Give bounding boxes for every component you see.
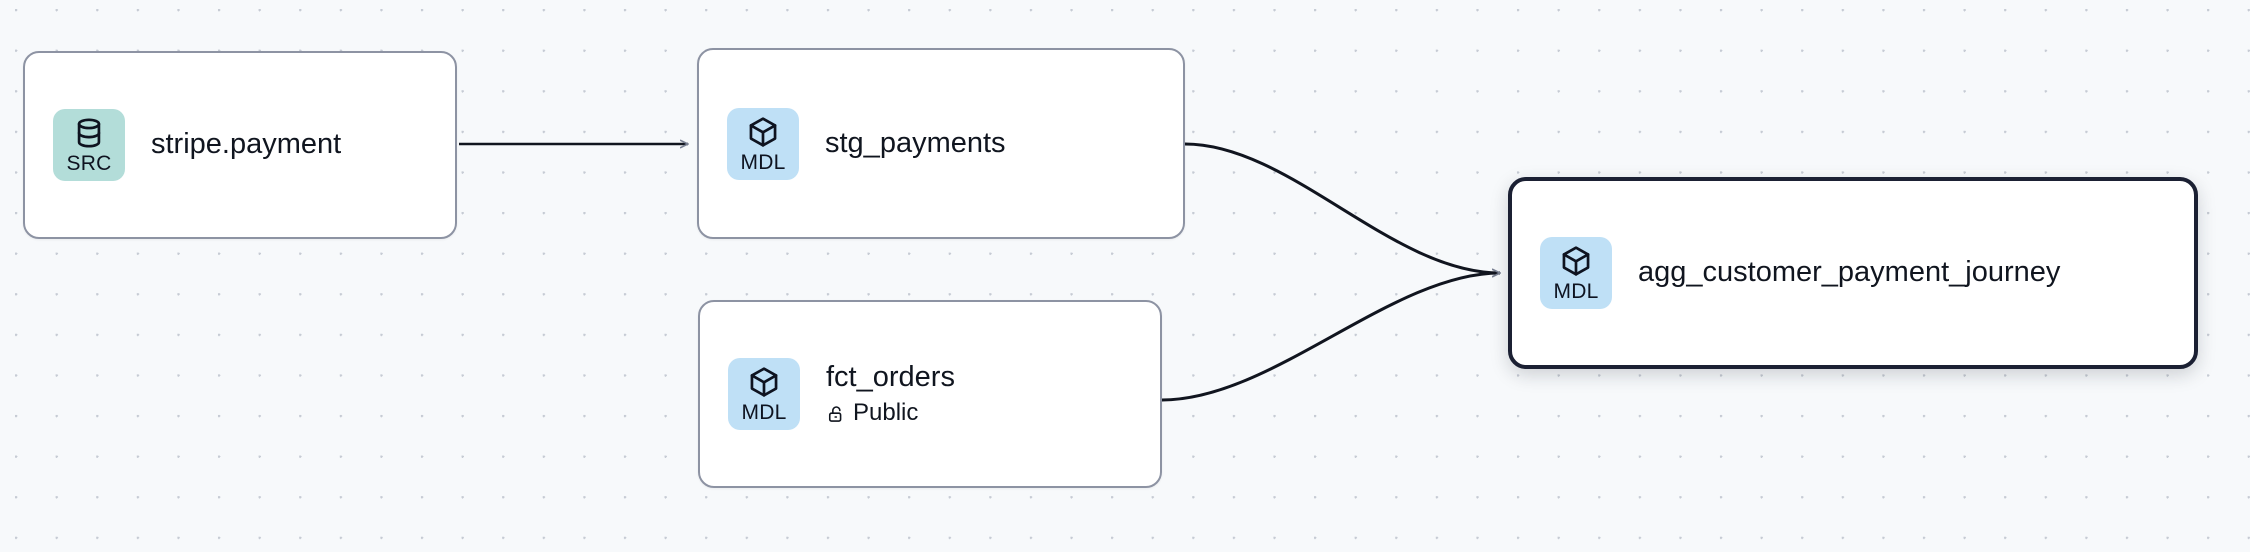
- node-body: fct_orders Public: [826, 361, 955, 427]
- database-icon: [77, 118, 101, 148]
- edge-stg-payments-to-agg-customer-payment-journey: [1184, 142, 1500, 273]
- cube-icon: [749, 116, 777, 147]
- node-visibility: Public: [826, 400, 955, 426]
- node-visibility-label: Public: [853, 399, 919, 427]
- badge-src: SRC: [53, 109, 125, 181]
- badge-mdl-label: MDL: [740, 150, 786, 174]
- node-stg-payments[interactable]: MDL stg_payments: [697, 48, 1185, 239]
- node-body: stripe.payment: [151, 128, 341, 161]
- badge-mdl-label: MDL: [1553, 280, 1599, 303]
- node-fct-orders[interactable]: MDL fct_orders Public: [698, 300, 1162, 488]
- node-agg-customer-payment-journey[interactable]: MDL agg_customer_payment_journey: [1508, 177, 2198, 369]
- node-title: stripe.payment: [151, 128, 342, 161]
- node-title: stg_payments: [825, 126, 1006, 159]
- cube-icon: [1562, 246, 1590, 276]
- badge-mdl: MDL: [1540, 237, 1612, 309]
- unlock-icon: [828, 405, 842, 422]
- node-body: agg_customer_payment_journey: [1638, 256, 2060, 289]
- node-body: stg_payments: [825, 127, 1006, 160]
- badge-mdl: MDL: [727, 107, 799, 180]
- badge-mdl-label: MDL: [741, 401, 787, 424]
- cube-icon: [750, 367, 778, 397]
- edge-fct-orders-to-agg-customer-payment-journey: [1161, 273, 1500, 402]
- badge-src-label: SRC: [66, 152, 112, 175]
- badge-mdl: MDL: [728, 358, 800, 430]
- node-stripe-payment[interactable]: SRC stripe.payment: [23, 51, 457, 239]
- node-title: agg_customer_payment_journey: [1638, 256, 2061, 289]
- node-title: fct_orders: [826, 361, 955, 394]
